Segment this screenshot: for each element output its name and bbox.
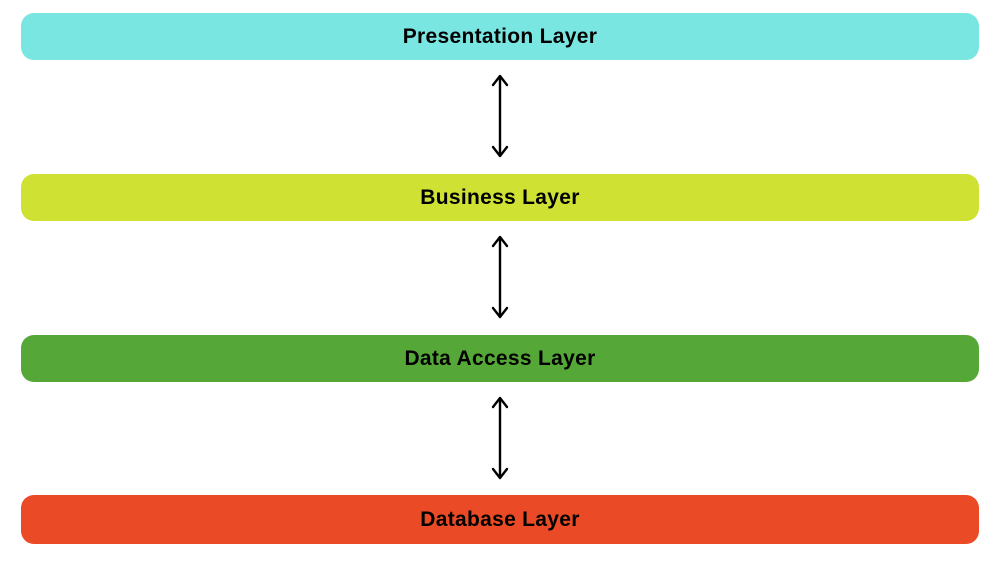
layer-presentation-label: Presentation Layer [402, 24, 598, 48]
layer-database-label: Database Layer [420, 507, 580, 531]
layer-database: Database Layer [21, 495, 979, 544]
layer-business-label: Business Layer [420, 185, 580, 209]
double-arrow-icon [491, 396, 509, 480]
layer-presentation: Presentation Layer [21, 13, 979, 60]
layer-data-access-label: Data Access Layer [404, 346, 596, 370]
double-arrow-icon [491, 74, 509, 158]
double-arrow-icon [491, 235, 509, 319]
layer-data-access: Data Access Layer [21, 335, 979, 382]
layer-business: Business Layer [21, 174, 979, 221]
